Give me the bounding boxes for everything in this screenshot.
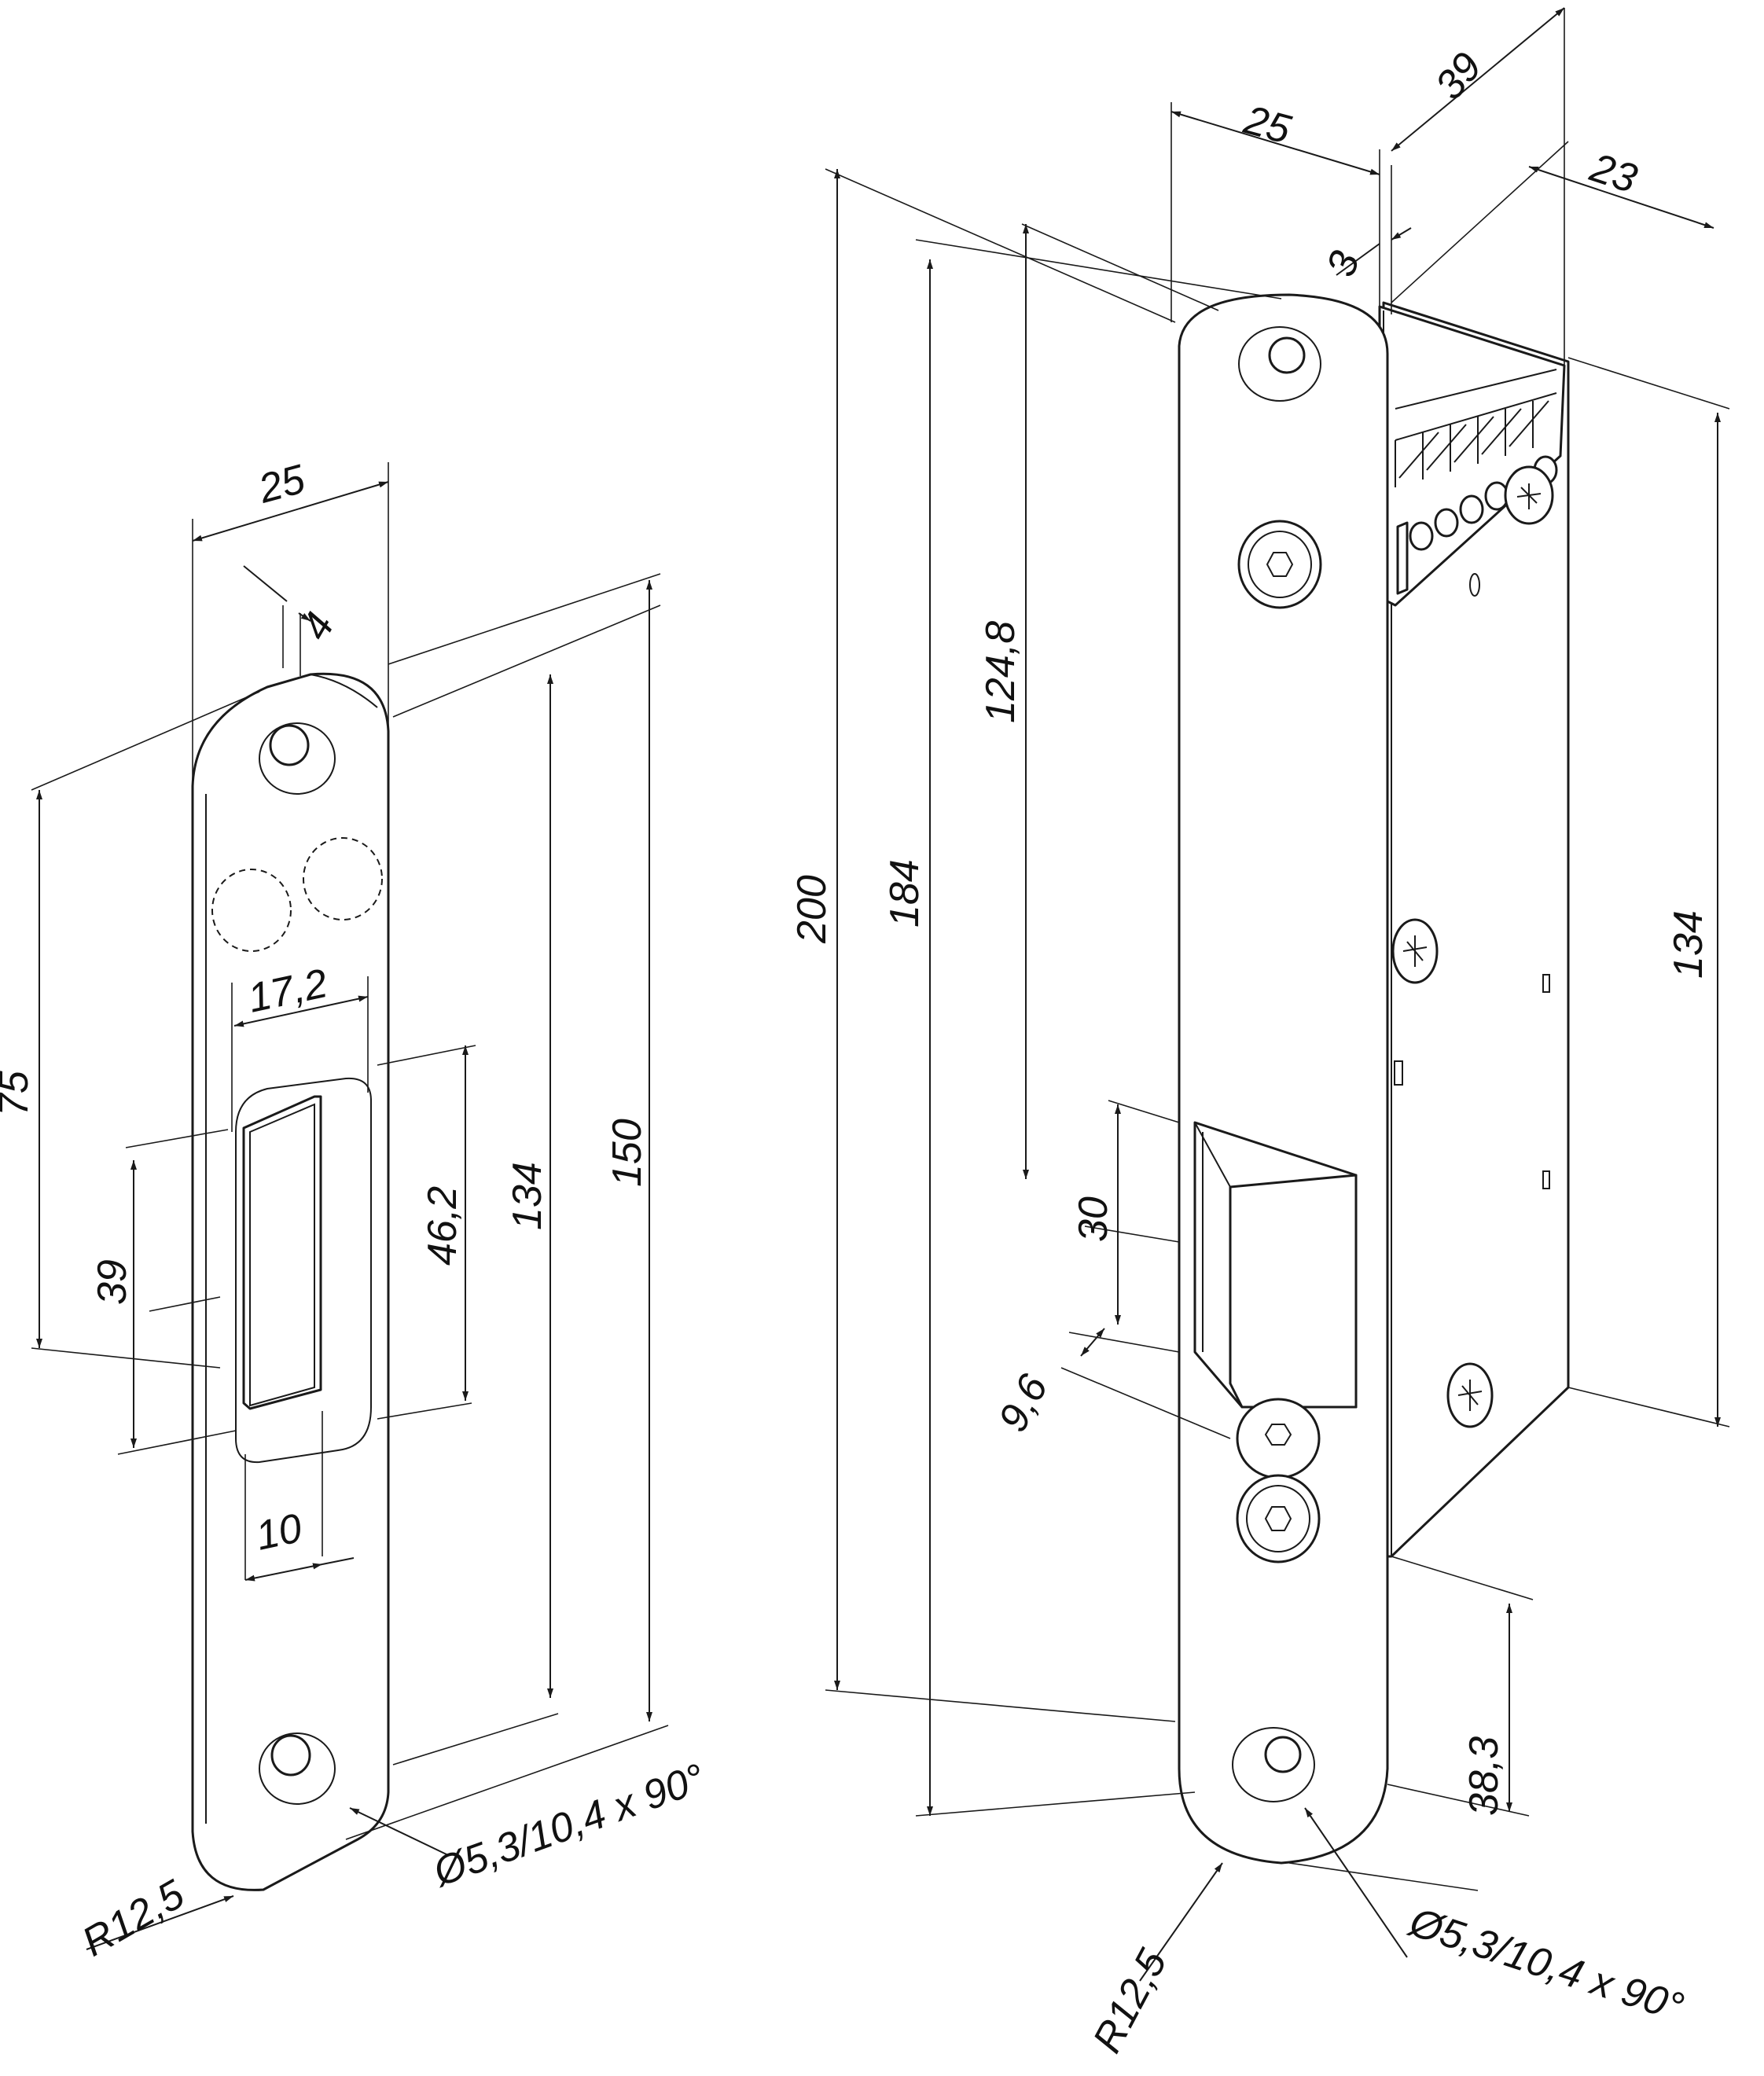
dim-lock-latch-throw: 9,6	[990, 1368, 1057, 1439]
faceplate-top-hole	[1238, 326, 1321, 402]
dim-strike-height: 150	[605, 1119, 650, 1187]
dim-strike-width: 25	[253, 456, 311, 513]
dim-lock-hole: Ø5,3/10,4 x 90°	[1402, 1899, 1689, 2031]
dim-lock-height: 200	[789, 875, 835, 944]
lock-body	[1178, 293, 1570, 1865]
dim-lock-body-depth: 23	[1584, 145, 1642, 202]
dim-lock-depth: 39	[1427, 44, 1491, 108]
dim-lock-latch-height: 30	[1071, 1196, 1116, 1242]
strike-plate	[191, 672, 390, 1891]
dim-lock-radius: R12,5	[1084, 1942, 1176, 2060]
strike-dimension-lines	[36, 481, 652, 1950]
dim-strike-hole-spacing: 134	[505, 1162, 550, 1230]
strike-extension-lines	[31, 462, 669, 1840]
case-side-screws	[1391, 465, 1554, 1428]
strike-dashed-circles	[211, 837, 383, 952]
dim-lock-body-height: 134	[1666, 910, 1711, 979]
lock-extension-lines	[825, 8, 1730, 1891]
faceplate-hex-screws-lower	[1236, 1398, 1321, 1563]
dim-lock-length: 184	[882, 859, 928, 928]
lock-faceplate	[1178, 293, 1389, 1865]
dim-lock-offset: 3	[1318, 245, 1369, 282]
dim-strike-slot-width: 10	[252, 1505, 306, 1560]
strike-slot	[235, 1077, 372, 1464]
dim-lock-width: 25	[1239, 97, 1296, 153]
dim-lock-latch-position: 124,8	[978, 621, 1023, 723]
dim-strike-radius: R12,5	[75, 1871, 193, 1965]
lock-dimension-lines	[834, 7, 1721, 1982]
strike-bottom-hole	[259, 1732, 336, 1805]
dim-strike-hole: Ø5,3/10,4 x 90°	[426, 1755, 711, 1896]
dim-strike-slot-height: 39	[90, 1259, 135, 1305]
dim-strike-offset: 75	[0, 1070, 37, 1116]
dim-lock-bottom: 38,3	[1461, 1736, 1507, 1816]
faceplate-bottom-hole	[1232, 1727, 1315, 1802]
latch-bolt	[1193, 1121, 1358, 1409]
dim-strike-slot-height-outer: 46,2	[420, 1186, 465, 1266]
strike-top-hole	[259, 722, 336, 795]
faceplate-hex-screw-top	[1237, 520, 1322, 609]
